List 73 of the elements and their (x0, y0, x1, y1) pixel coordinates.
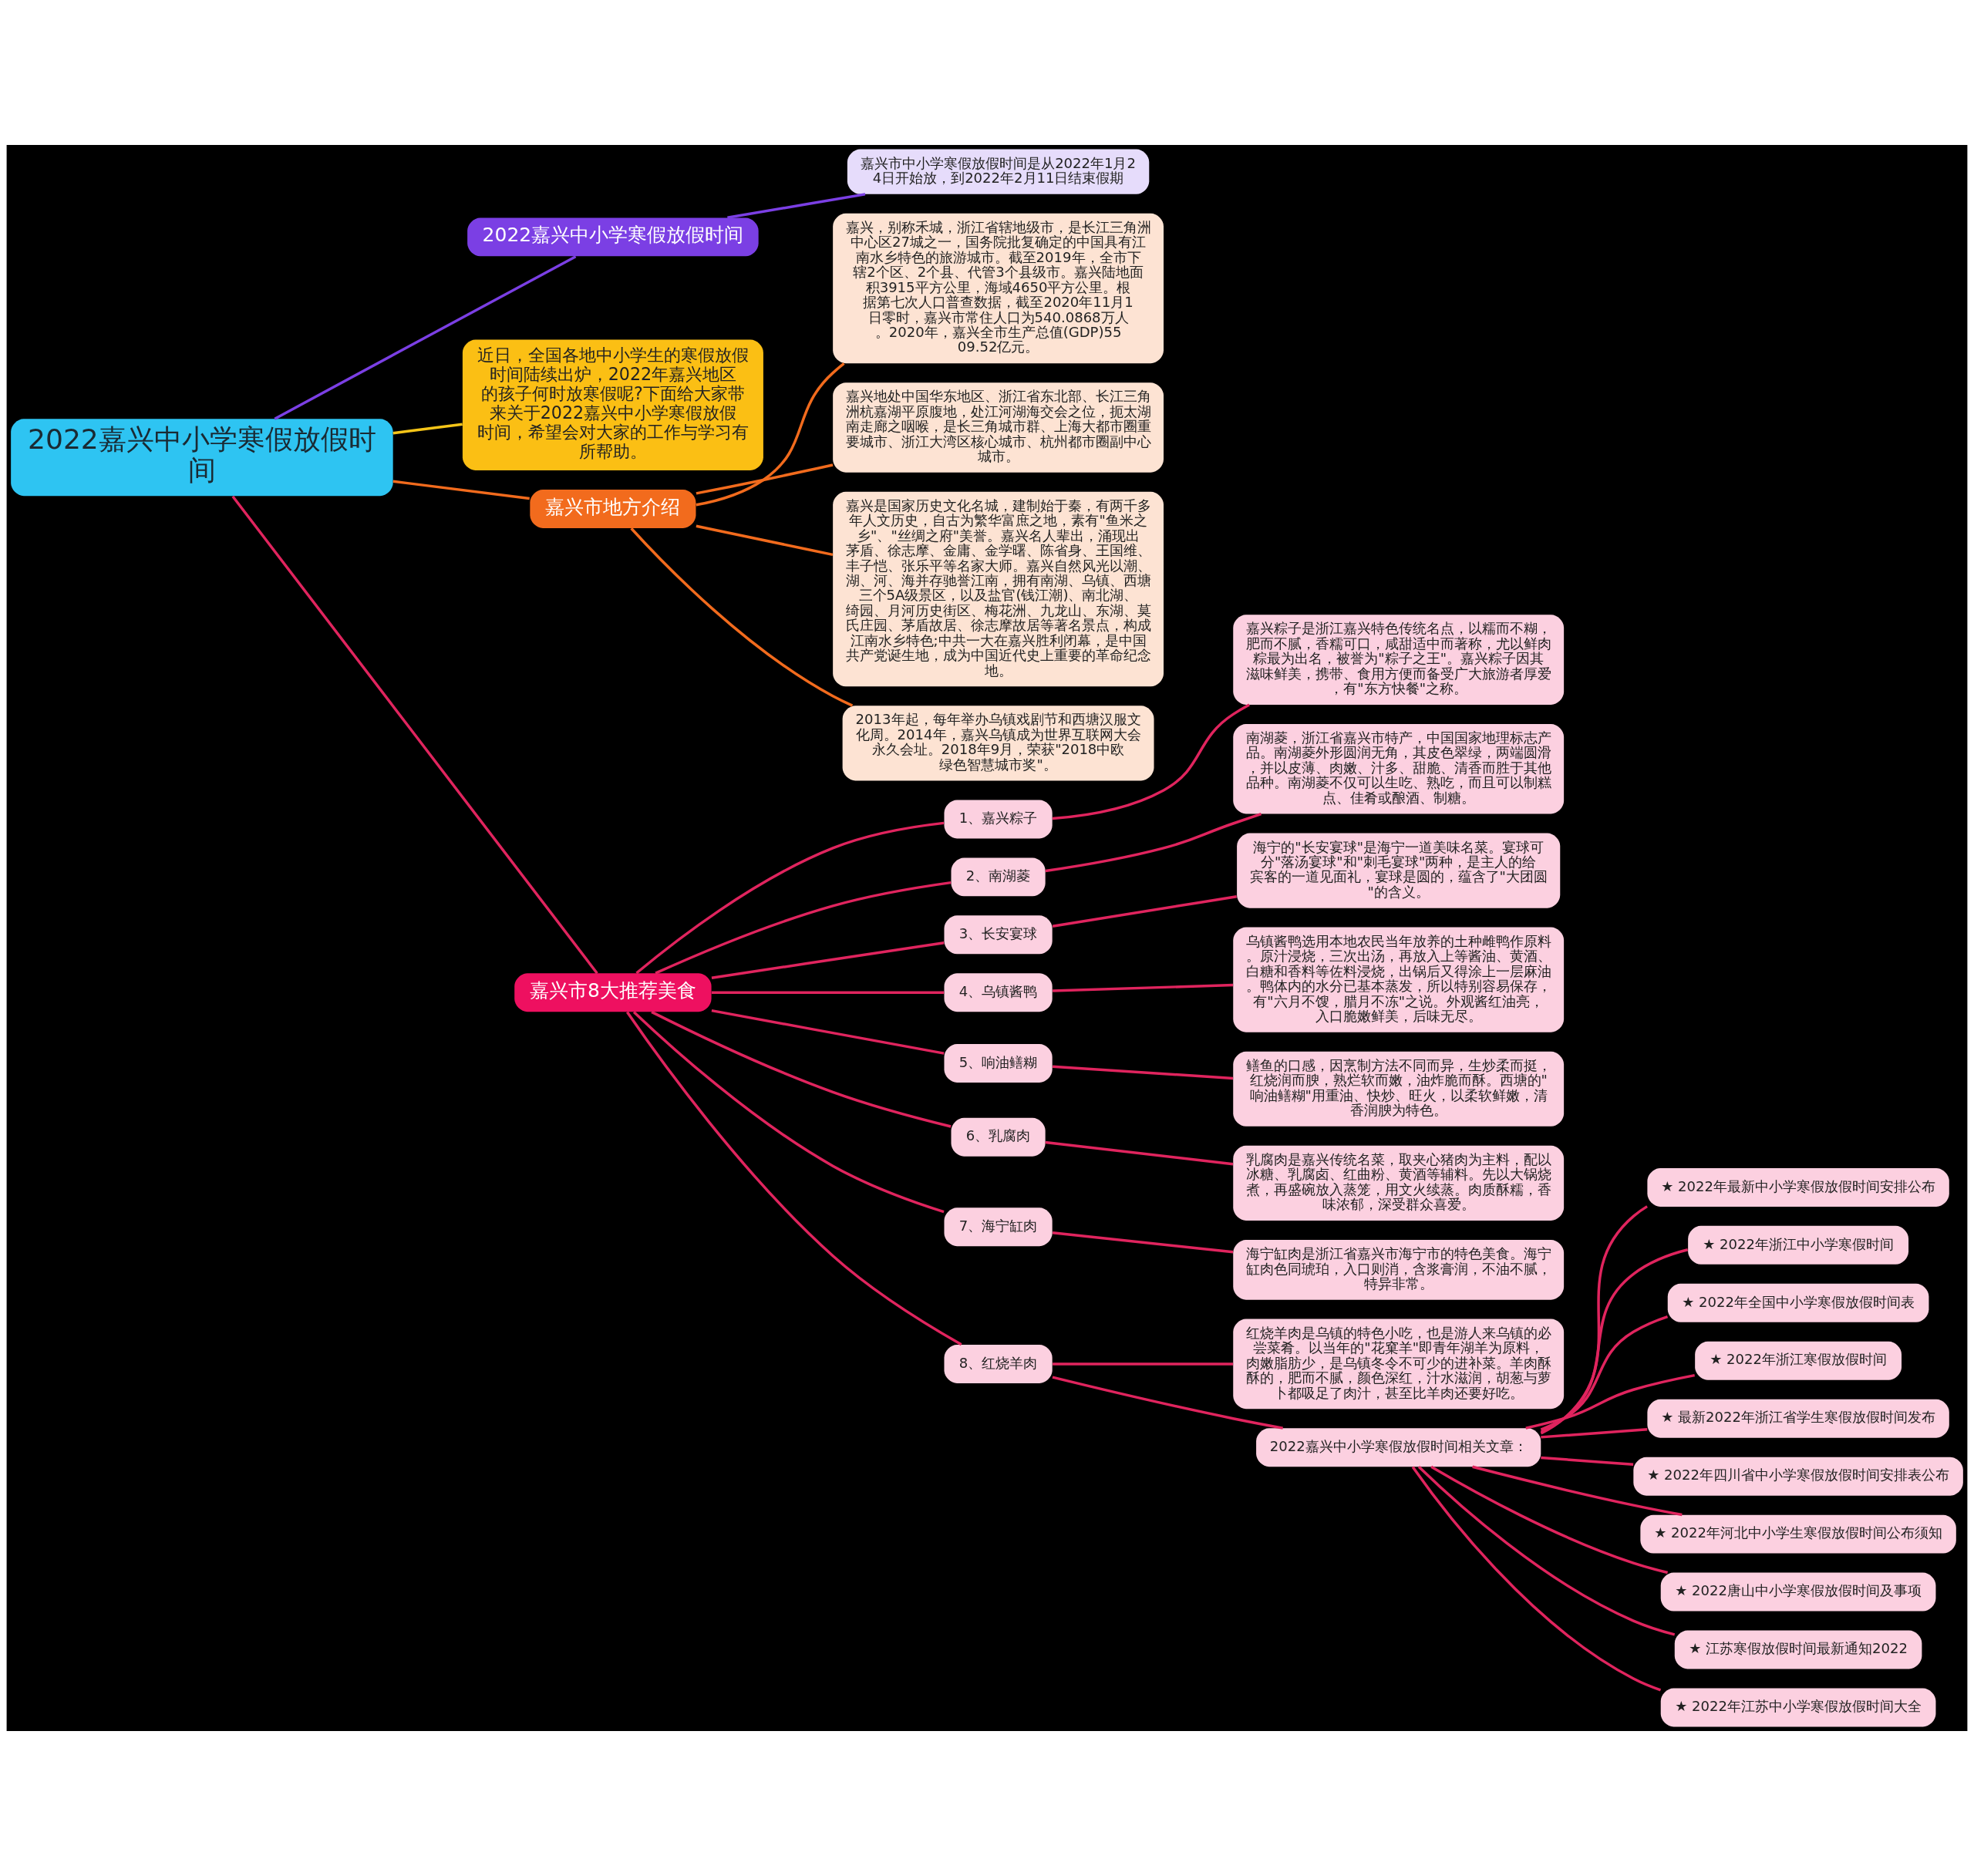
connector (711, 1009, 945, 1055)
node-box: 嘉兴市中小学寒假放假时间是从2022年1月24日开始放，到2022年2月11日结束假期 (847, 149, 1150, 194)
connector (1052, 703, 1250, 820)
connector (1417, 1466, 1676, 1636)
node-box: 1、嘉兴粽子 (944, 800, 1053, 839)
node-box: 7、海宁缸肉 (944, 1207, 1053, 1247)
node-box: 8、红烧羊肉 (944, 1344, 1053, 1383)
node-box: 近日，全国各地中小学生的寒假放假时间陆续出炉，2022年嘉兴地区的孩子何时放寒假呢?下面给大家带来关于2022嘉兴中小学寒假放假时间，希望会对大家的工作与学习有所帮助。 (462, 339, 763, 470)
connector (625, 1011, 962, 1346)
node-box: ★ 江苏寒假放假时间最新通知2022 (1674, 1630, 1922, 1669)
node-box: 2022嘉兴中小学寒假放假时间 (11, 419, 393, 497)
connector (696, 362, 845, 507)
connector (1540, 1205, 1648, 1435)
connector (1053, 983, 1234, 992)
node-box: 乌镇酱鸭选用本地农民当年放养的土种雌鸭作原料。原汁浸烧，三次出汤，再放入上等酱油、黄酒、白糖和香料等佐料浸烧，出锅后又得涂上一层麻油。鸭体内的水分已基本蒸发，所以特别容易保存，有"六月不馊，腊月不冻"之说。外观酱红油亮，入口脆嫩鲜美，后味无尽。 (1233, 927, 1565, 1032)
connector (1052, 1231, 1234, 1254)
node-box: ★ 2022年浙江中小学寒假时间 (1688, 1225, 1909, 1265)
node-box: ★ 2022年江苏中小学寒假放假时间大全 (1660, 1688, 1936, 1727)
connector (727, 193, 866, 220)
connector (1052, 895, 1237, 928)
node-box: ★ 2022年河北中小学生寒假放假时间公布须知 (1640, 1514, 1956, 1554)
connector (231, 495, 598, 975)
connector (635, 821, 945, 975)
node-box: 2022嘉兴中小学寒假放假时间相关文章： (1256, 1428, 1541, 1467)
connector (1052, 1376, 1283, 1430)
connector (651, 1010, 952, 1128)
node-box: 嘉兴是国家历史文化名城，建制始于秦，有两千多年人文历史，自古为繁华富庶之地，素有"鱼米之乡"、"丝绸之府"美誉。嘉兴名人辈出，涌现出茅盾、徐志摩、金庸、金学曙、陈省身、王国维、丰子恺、张乐平等名家大师。嘉兴自然风光以潮、湖、河、海并存驰誉江南，拥有南湖、乌镇、西塘三个5A级景区，以及盐官(钱江潮)、南北湖、绮园、月河历史街区、梅花洲、九龙山、东湖、莫氏庄园、茅盾故居、徐志摩故居等著名景点，构成江南水乡特色;中共一大在嘉兴胜利闭幕，是中国共产党诞生地，成为中国近代史上重要的革命纪念地。 (833, 491, 1164, 687)
node-box: ★ 最新2022年浙江省学生寒假放假时间发布 (1647, 1399, 1949, 1438)
connector (1472, 1465, 1683, 1517)
node-box: 红烧羊肉是乌镇的特色小吃，也是游人来乌镇的必尝菜肴。以当年的"花窠羊"即青年湖羊为原料，肉嫩脂肪少，是乌镇冬令不可少的进补菜。羊肉酥酥的，肥而不腻，颜色深红，汁水滋润，胡葱与萝卜都吸足了肉汁，甚至比羊肉还要好吃。 (1233, 1319, 1565, 1410)
node-box: 2、南湖菱 (951, 857, 1046, 897)
connector (711, 991, 945, 995)
connector (1540, 1315, 1669, 1431)
connector (1045, 813, 1262, 873)
node-box: 6、乳腐肉 (951, 1117, 1046, 1157)
node-box: 3、长安宴球 (944, 915, 1053, 955)
connector (1525, 1373, 1696, 1430)
connector (274, 255, 577, 420)
connector (1053, 1362, 1234, 1366)
node-box: ★ 2022年浙江寒假放假时间 (1695, 1341, 1902, 1380)
connector (655, 881, 952, 975)
node-box: 2022嘉兴中小学寒假放假时间 (467, 217, 759, 257)
node-box: 海宁缸肉是浙江省嘉兴市海宁市的特色美食。海宁缸肉色同琥珀，入口则消，含浆膏润，不油不腻，特异非常。 (1233, 1239, 1565, 1300)
connector (1541, 1456, 1634, 1466)
connector (1540, 1248, 1689, 1433)
node-box: 嘉兴粽子是浙江嘉兴特色传统名点，以糯而不糊，肥而不腻，香糯可口，咸甜适中而著称，尤以鲜肉粽最为出名，被誉为"粽子之王"。嘉兴粽子因其滋味鲜美，携带、食用方便而备受广大旅游者厚爱，有"东方快餐"之称。 (1233, 615, 1565, 705)
node-box: ★ 2022年最新中小学寒假放假时间安排公布 (1647, 1167, 1949, 1207)
connector (696, 524, 834, 557)
connector (1541, 1428, 1648, 1439)
connector (392, 480, 530, 500)
connector (711, 941, 945, 979)
connector (1052, 1065, 1234, 1080)
connector (696, 463, 834, 495)
connector (632, 1011, 945, 1214)
node-box: 2013年起，每年举办乌镇戏剧节和西塘汉服文化周。2014年，嘉兴乌镇成为世界互联网大会永久会址。2018年9月，荣获"2018中欧绿色智慧城市奖"。 (842, 706, 1154, 781)
node-box: 嘉兴地处中国华东地区、浙江省东北部、长江三角洲杭嘉湖平原腹地，处江河湖海交会之位，扼太湖南走廊之咽喉，是长三角城市群、上海大都市圈重要城市、浙江大湾区核心城市、杭州都市圈副中心城市。 (833, 382, 1164, 473)
connector (1411, 1466, 1662, 1692)
node-box: 嘉兴，别称禾城，浙江省辖地级市，是长江三角洲中心区27城之一，国务院批复确定的中国具有江南水乡特色的旅游城市。截至2019年，全市下辖2个区、2个县、代管3个县级市。嘉兴陆地面积3915平方公里，海域4650平方公里。根据第七次人口普查数据，截至2020年11月1日零时，嘉兴市常住人口为540.0868万人。2020年，嘉兴全市生产总值(GDP)5509.52亿元。 (833, 213, 1164, 364)
node-box: 嘉兴市地方介绍 (530, 489, 696, 528)
node-box: 5、响油鳝糊 (944, 1043, 1053, 1083)
connector (392, 423, 463, 435)
node-box: ★ 2022年四川省中小学寒假放假时间安排表公布 (1633, 1457, 1963, 1496)
connector (1430, 1465, 1669, 1575)
node-box: 4、乌镇酱鸭 (944, 973, 1053, 1012)
node-box: 南湖菱，浙江省嘉兴市特产，中国国家地理标志产品。南湖菱外形圆润无角，其皮色翠绿，两端圆滑，并以皮薄、肉嫩、汁多、甜脆、清香而胜于其他品种。南湖菱不仅可以生吃、熟吃，而且可以制糕点、佳肴或酿酒、制糖。 (1233, 723, 1565, 814)
node-box: ★ 2022唐山中小学寒假放假时间及事项 (1660, 1572, 1936, 1612)
node-box: ★ 2022年全国中小学寒假放假时间表 (1667, 1283, 1929, 1322)
connector (630, 527, 854, 707)
node-box: 嘉兴市8大推荐美食 (514, 973, 712, 1012)
node-box: 海宁的"长安宴球"是海宁一道美味名菜。宴球可分"落汤宴球"和"刺毛宴球"两种，是主人的给宾客的一道见面礼，宴球是圆的，蕴含了"大团圆"的含义。 (1237, 833, 1561, 908)
node-box: 乳腐肉是嘉兴传统名菜，取夹心猪肉为主料，配以冰糖、乳腐卤、红曲粉、黄酒等辅料。先以大锅烧煮，再盛碗放入蒸笼，用文火续蒸。肉质酥糯，香味浓郁，深受群众喜爱。 (1233, 1145, 1565, 1221)
node-box: 鳝鱼的口感，因烹制方法不同而异，生炒柔而挺，红烧润而腴，熟烂软而嫩，油炸脆而酥。西塘的"响油鳝糊"用重油、快炒、旺火，以柔软鲜嫩，清香润腴为特色。 (1233, 1051, 1565, 1127)
connector (1045, 1140, 1234, 1166)
